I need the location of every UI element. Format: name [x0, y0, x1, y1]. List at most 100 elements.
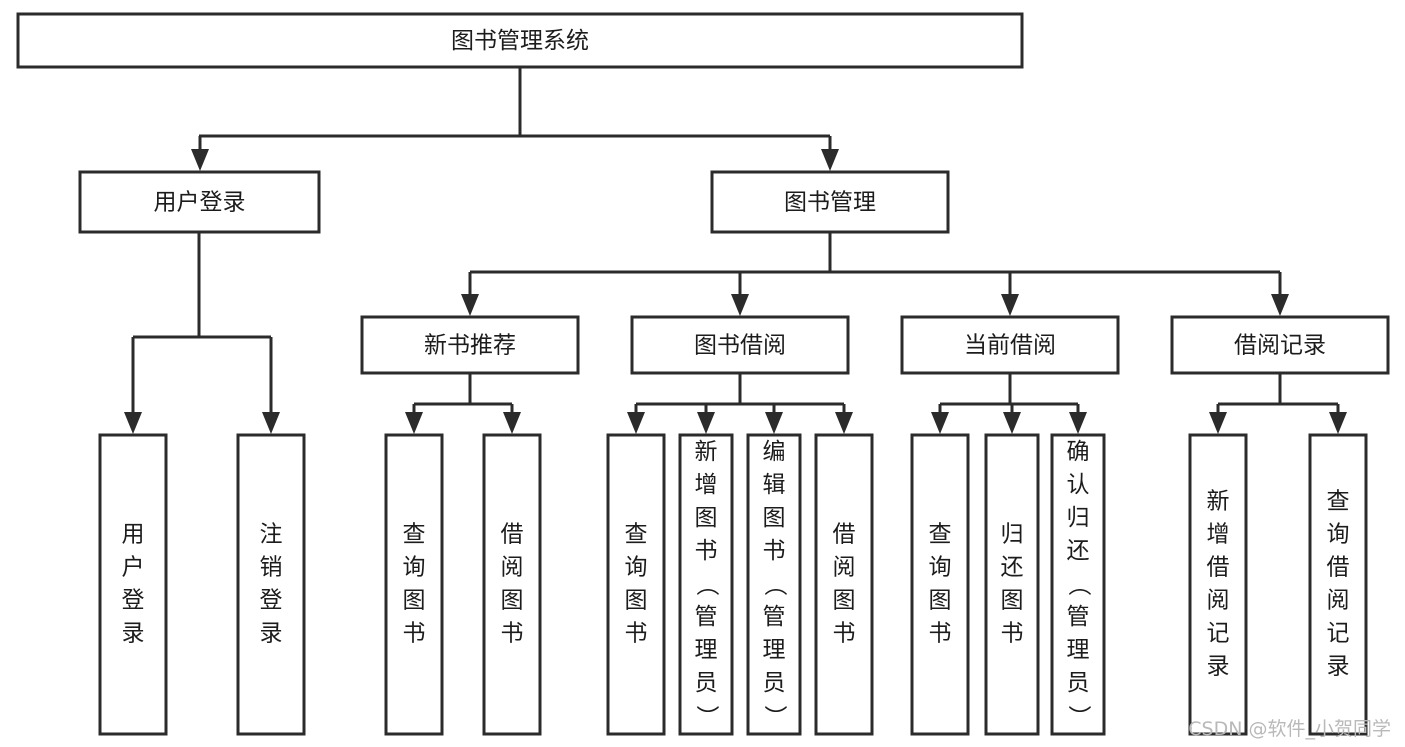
node-box-leaf-return-book[interactable]	[984, 433, 1040, 736]
node-layer: 图书管理系统用户登录图书管理新书推荐图书借阅当前借阅借阅记录用户登录注销登录查询…	[16, 12, 1390, 736]
node-box-current-borrow[interactable]	[900, 315, 1120, 375]
node-label-leaf-user-login: 用户登录	[122, 522, 145, 647]
label-glyph: 询	[625, 555, 648, 581]
node-label-book-borrow: 图书借阅	[694, 333, 786, 359]
label-glyph: 理	[695, 637, 718, 663]
label-glyph: 录	[260, 621, 283, 647]
node-box-leaf-query-borrow-record[interactable]	[1308, 433, 1368, 736]
label-glyph: 查	[929, 522, 952, 548]
label-glyph: 书	[403, 621, 426, 647]
label-glyph: 书	[625, 621, 648, 647]
node-book-manage[interactable]: 图书管理	[710, 170, 950, 234]
node-leaf-user-login[interactable]: 用户登录	[98, 433, 168, 736]
label-glyph: 录	[122, 621, 145, 647]
arrow-head-icon	[191, 149, 209, 171]
label-glyph: 登	[122, 588, 145, 614]
connector-layer	[124, 67, 1347, 434]
node-book-borrow[interactable]: 图书借阅	[630, 315, 850, 375]
label-glyph: 管	[1067, 604, 1090, 630]
node-current-borrow[interactable]: 当前借阅	[900, 315, 1120, 375]
label-glyph: 询	[929, 555, 952, 581]
label-glyph: 借	[501, 522, 524, 548]
arrow-head-icon	[503, 412, 521, 434]
node-box-leaf-logout[interactable]	[236, 433, 306, 736]
label-glyph: 管	[695, 604, 718, 630]
label-glyph: 图	[501, 588, 524, 614]
node-box-book-borrow[interactable]	[630, 315, 850, 375]
label-glyph: 员	[695, 670, 718, 696]
node-box-leaf-confirm-return-admin[interactable]	[1050, 433, 1106, 736]
label-glyph: 询	[1327, 522, 1350, 548]
node-root[interactable]: 图书管理系统	[16, 12, 1024, 69]
connector-user-login-to-leaves	[124, 232, 280, 434]
node-box-leaf-query-book-current[interactable]	[910, 433, 970, 736]
node-box-book-manage[interactable]	[710, 170, 950, 234]
label-glyph: 理	[1067, 637, 1090, 663]
node-box-leaf-query-book-rec[interactable]	[384, 433, 444, 736]
node-box-leaf-user-login[interactable]	[98, 433, 168, 736]
label-glyph: 录	[1327, 654, 1350, 680]
arrow-head-icon	[461, 294, 479, 316]
connector-recommend-to-leaves	[405, 373, 521, 434]
label-glyph: 辑	[763, 472, 786, 498]
label-glyph: 图	[695, 505, 718, 531]
label-glyph: （	[762, 573, 788, 596]
node-new-book-recommend[interactable]: 新书推荐	[360, 315, 580, 375]
label-glyph: 图	[929, 588, 952, 614]
label-glyph: 查	[403, 522, 426, 548]
label-glyph: 用	[122, 522, 145, 548]
node-box-user-login[interactable]	[78, 170, 321, 234]
node-box-new-book-recommend[interactable]	[360, 315, 580, 375]
node-box-leaf-borrow-book[interactable]	[814, 433, 874, 736]
label-glyph: 员	[763, 670, 786, 696]
label-glyph: 增	[695, 472, 718, 498]
node-user-login[interactable]: 用户登录	[78, 170, 321, 234]
arrow-head-icon	[627, 412, 645, 434]
node-box-leaf-borrow-book-rec[interactable]	[482, 433, 542, 736]
node-borrow-record[interactable]: 借阅记录	[1170, 315, 1390, 375]
arrow-head-icon	[821, 149, 839, 171]
label-glyph: 认	[1067, 472, 1090, 498]
node-label-new-book-recommend: 新书推荐	[424, 333, 516, 359]
label-glyph: 登	[260, 588, 283, 614]
label-glyph: 借	[833, 522, 856, 548]
arrow-head-icon	[931, 412, 949, 434]
node-box-leaf-add-book-admin[interactable]	[678, 433, 734, 736]
node-label-user-login: 用户登录	[154, 190, 246, 216]
label-glyph: （	[694, 573, 720, 596]
label-glyph: 借	[1327, 555, 1350, 581]
node-box-leaf-add-borrow-record[interactable]	[1188, 433, 1248, 736]
node-box-root[interactable]	[16, 12, 1024, 69]
node-box-leaf-query-book-borrow[interactable]	[606, 433, 666, 736]
label-glyph: 图	[403, 588, 426, 614]
label-glyph: 编	[763, 439, 786, 465]
label-glyph: （	[1066, 573, 1092, 596]
label-glyph: 销	[260, 555, 283, 581]
node-box-borrow-record[interactable]	[1170, 315, 1390, 375]
arrow-head-icon	[697, 412, 715, 434]
arrow-head-icon	[1069, 412, 1087, 434]
arrow-head-icon	[124, 412, 142, 434]
arrow-head-icon	[405, 412, 423, 434]
node-box-leaf-edit-book-admin[interactable]	[746, 433, 802, 736]
label-glyph: 理	[763, 637, 786, 663]
